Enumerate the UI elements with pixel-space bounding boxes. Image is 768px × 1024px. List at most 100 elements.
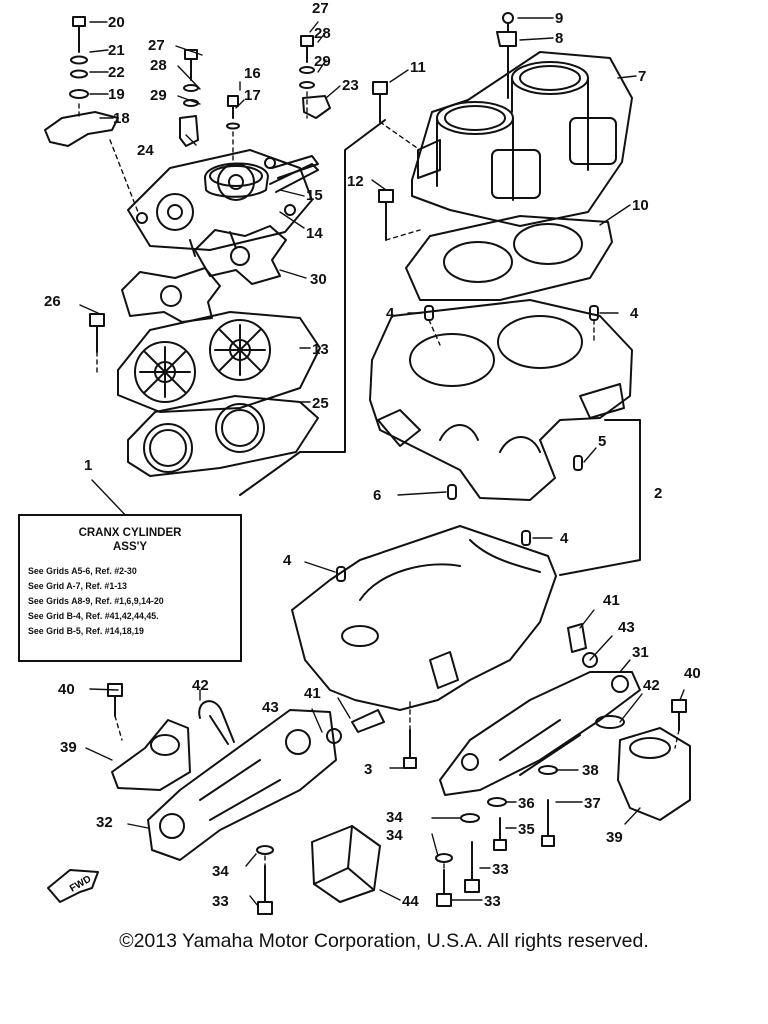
- callout-29a: 29: [150, 87, 167, 104]
- washer-28: [183, 84, 199, 92]
- mount-bracket-32: [147, 709, 337, 861]
- callout-34c: 34: [386, 827, 403, 844]
- legend-line: See Grids A5-6, Ref. #2-30: [28, 566, 137, 576]
- callout-3: 3: [364, 761, 372, 778]
- callout-12: 12: [347, 173, 364, 190]
- callout-26: 26: [44, 293, 61, 310]
- engine-mount-39-right: [617, 727, 691, 821]
- washer-21: [70, 55, 88, 65]
- bolt-11: [372, 81, 388, 123]
- dowel-4c: [521, 530, 531, 546]
- mount-bracket-31: [439, 671, 641, 796]
- cylinder-head-13: [117, 311, 321, 413]
- callout-4a: 4: [386, 305, 395, 322]
- hose-42-left: [198, 700, 235, 745]
- callout-33a: 33: [212, 893, 229, 910]
- callout-4c: 4: [560, 530, 569, 547]
- bracket-8: [496, 31, 517, 47]
- callout-38: 38: [582, 762, 599, 779]
- callout-numbers: 20 21 22 19 18 27 28 29 24 16 17 27 28 2…: [44, 0, 701, 910]
- water-jacket-cover: [194, 225, 287, 285]
- washer-22: [70, 69, 88, 79]
- callout-42a: 42: [192, 677, 209, 694]
- cylinder-base-gasket-10: [405, 215, 613, 301]
- spacer-43-right: [582, 652, 598, 668]
- washer-17: [226, 122, 240, 130]
- dowel-5: [573, 455, 583, 471]
- washer-34-mid: [460, 813, 480, 823]
- callout-1: 1: [84, 457, 92, 474]
- callout-27a: 27: [148, 37, 165, 54]
- callout-24: 24: [137, 142, 154, 159]
- clamp-23: [302, 95, 331, 119]
- legend-title: CRANX CYLINDER ASS'Y: [28, 526, 232, 554]
- callout-34b: 34: [386, 809, 403, 826]
- washer-38: [538, 765, 558, 775]
- bolt-40-left: [107, 683, 123, 717]
- callout-34a: 34: [212, 863, 229, 880]
- bolt-12: [378, 189, 394, 241]
- callout-35: 35: [518, 821, 535, 838]
- engine-mount-39-left: [111, 719, 191, 791]
- callout-7: 7: [638, 68, 646, 85]
- callout-16: 16: [244, 65, 261, 82]
- crankcase-lower: [291, 525, 557, 711]
- crankcase-upper: [369, 299, 633, 501]
- legend-line: See Grids A8-9, Ref. #1,6,9,14-20: [28, 596, 164, 606]
- callout-43b: 43: [618, 619, 635, 636]
- callout-6: 6: [373, 487, 381, 504]
- callout-41a: 41: [304, 685, 321, 702]
- cylinder-head-upper: [127, 149, 313, 257]
- callout-23: 23: [342, 77, 359, 94]
- callout-33b: 33: [492, 861, 509, 878]
- washer-29-right: [299, 81, 315, 89]
- bracket-18: [44, 111, 119, 147]
- dowel-6: [447, 484, 457, 500]
- callout-14: 14: [306, 225, 323, 242]
- fitting-41-left: [351, 709, 385, 733]
- callout-33c: 33: [484, 893, 501, 910]
- legend-box: CRANX CYLINDER ASS'Y See Grids A5-6, Ref…: [18, 514, 242, 662]
- callout-40b: 40: [684, 665, 701, 682]
- fwd-arrow-icon: [47, 869, 99, 903]
- head-gasket-25: [127, 395, 319, 477]
- bolt-37: [541, 799, 555, 847]
- callout-13: 13: [312, 341, 329, 358]
- washer-34-left: [256, 845, 274, 855]
- callout-27b: 27: [312, 0, 329, 17]
- callout-39b: 39: [606, 829, 623, 846]
- legend-title-line-2: ASS'Y: [112, 541, 148, 553]
- callout-22: 22: [108, 64, 125, 81]
- fitting-41-right: [567, 623, 587, 653]
- callout-36: 36: [518, 795, 535, 812]
- bolt-27-right: [300, 35, 314, 63]
- copyright-notice: ©2013 Yamaha Motor Corporation, U.S.A. A…: [119, 930, 649, 952]
- head-gasket-30: [121, 267, 221, 323]
- callout-40a: 40: [58, 681, 75, 698]
- callout-28b: 28: [314, 25, 331, 42]
- bolt-33-left: [257, 865, 273, 915]
- washer-36: [487, 797, 507, 807]
- callout-37: 37: [584, 795, 601, 812]
- legend-line: See Grid B-4, Ref. #41,42,44,45.: [28, 611, 159, 621]
- callout-21: 21: [108, 42, 125, 59]
- washer-28-right: [299, 66, 315, 74]
- bolt-40-right: [671, 699, 687, 731]
- callout-8: 8: [555, 30, 563, 47]
- plug-16: [227, 95, 239, 119]
- hose-42-right: [595, 715, 625, 729]
- spacer-43-left: [326, 728, 342, 744]
- callout-4b: 4: [630, 305, 639, 322]
- washer-19: [69, 89, 89, 99]
- bolt-27: [184, 49, 198, 81]
- callout-20: 20: [108, 14, 125, 31]
- alignment-lines: [78, 91, 680, 871]
- damper-44: [311, 825, 381, 903]
- callout-28a: 28: [150, 57, 167, 74]
- callout-17: 17: [244, 87, 261, 104]
- bolt-26: [89, 313, 105, 353]
- exploded-parts-diagram: FWD 20 21 22 19 18 27 28 29 24 16 17 27 …: [44, 0, 701, 915]
- bolt-20: [72, 16, 86, 53]
- callout-9: 9: [555, 10, 563, 27]
- callout-42b: 42: [643, 677, 660, 694]
